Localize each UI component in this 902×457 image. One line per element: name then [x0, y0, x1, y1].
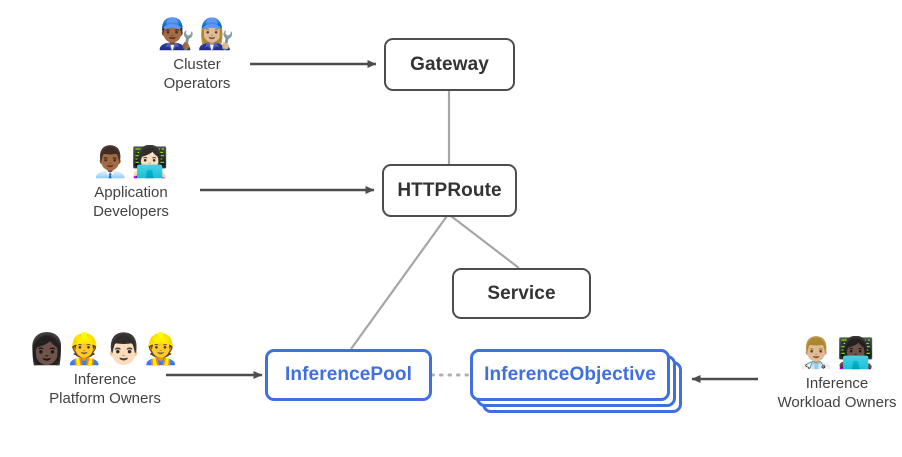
edge-httproute-inferencepool: [350, 215, 448, 350]
caption-line-2: Platform Owners: [49, 390, 161, 407]
persona-inference-workload-owners-caption: Inference Workload Owners: [742, 374, 902, 412]
persona-inference-platform-owners-caption: Inference Platform Owners: [10, 370, 200, 408]
cluster-operators-emoji-icon: 👨🏾‍🔧👩🏼‍🔧: [157, 18, 237, 51]
caption-line-2: Workload Owners: [777, 394, 897, 411]
caption-line-1: Application: [94, 184, 168, 201]
inference-workload-owners-emoji-icon: 👨🏼‍⚕️👩🏿‍💻: [797, 337, 877, 370]
caption-line-2: Operators: [163, 75, 231, 92]
node-inferencepool-label: InferencePool: [285, 364, 412, 385]
caption-line-2: Developers: [93, 203, 169, 220]
inferenceobjective-stack-layer-1: [470, 349, 670, 401]
persona-inference-platform-owners: 👩🏿‍👷👨🏻‍👷 Inference Platform Owners: [10, 333, 200, 408]
node-inferenceobjective[interactable]: InferenceObjective: [470, 349, 682, 413]
node-inferencepool[interactable]: InferencePool: [265, 349, 432, 401]
inference-platform-owners-emoji-icon: 👩🏿‍👷👨🏻‍👷: [28, 333, 182, 366]
node-gateway[interactable]: Gateway: [384, 38, 515, 91]
node-service[interactable]: Service: [452, 268, 591, 319]
node-httproute[interactable]: HTTPRoute: [382, 164, 517, 217]
persona-inference-workload-owners: 👨🏼‍⚕️👩🏿‍💻 Inference Workload Owners: [742, 337, 902, 412]
caption-line-1: Cluster: [173, 56, 221, 73]
caption-line-1: Inference: [805, 375, 869, 392]
node-httproute-label: HTTPRoute: [397, 179, 502, 201]
persona-cluster-operators-caption: Cluster Operators: [102, 55, 292, 93]
persona-application-developers-caption: Application Developers: [36, 183, 226, 221]
caption-line-1: Inference: [73, 371, 137, 388]
edge-httproute-service: [450, 215, 520, 269]
application-developers-emoji-icon: 👨🏾‍💼👩🏻‍💻: [91, 146, 171, 179]
persona-application-developers: 👨🏾‍💼👩🏻‍💻 Application Developers: [36, 146, 226, 221]
node-service-label: Service: [487, 282, 556, 304]
node-gateway-label: Gateway: [410, 53, 489, 75]
node-inferenceobjective-label: InferenceObjective: [484, 364, 656, 385]
persona-cluster-operators: 👨🏾‍🔧👩🏼‍🔧 Cluster Operators: [102, 18, 292, 93]
